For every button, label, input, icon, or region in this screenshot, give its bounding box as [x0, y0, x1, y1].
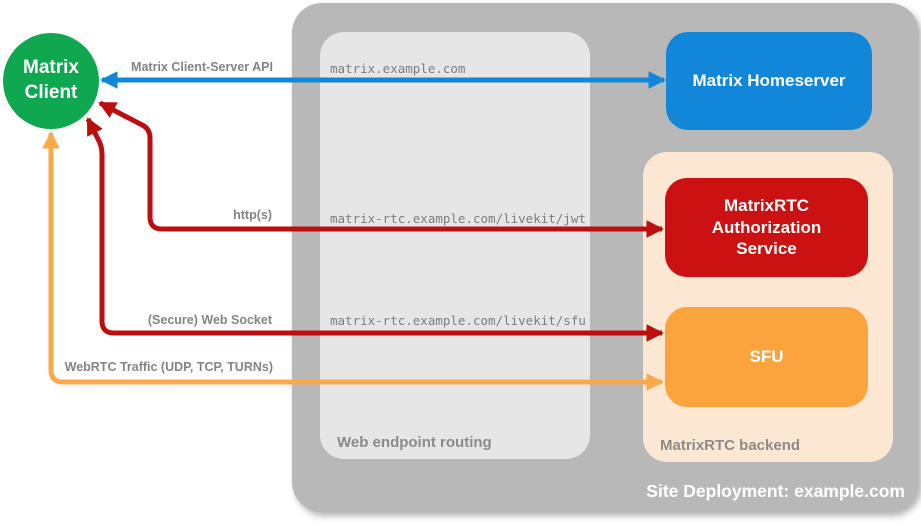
- https-label: http(s): [233, 208, 272, 222]
- matrix-homeserver-label: Matrix Homeserver: [692, 71, 846, 91]
- livekit-sfu-endpoint-url: matrix-rtc.example.com/livekit/sfu: [330, 313, 586, 328]
- webrtc-traffic-label: WebRTC Traffic (UDP, TCP, TURNs): [64, 360, 273, 374]
- sfu-label: SFU: [749, 347, 784, 367]
- matrixrtc-authorization-service-label: MatrixRTC Authorization Service: [711, 195, 822, 259]
- web-endpoint-routing-label: Web endpoint routing: [337, 434, 492, 451]
- matrix-homeserver-node: Matrix Homeserver: [666, 32, 872, 130]
- sfu-node: SFU: [665, 307, 868, 407]
- client-server-api-label: Matrix Client-Server API: [131, 60, 273, 74]
- matrixrtc-backend-label: MatrixRTC backend: [660, 437, 801, 454]
- web-endpoint-routing-box: Web endpoint routing: [320, 32, 590, 459]
- homeserver-endpoint-url: matrix.example.com: [330, 61, 466, 76]
- site-deployment-title: Site Deployment: example.com: [646, 481, 905, 501]
- secure-websocket-label: (Secure) Web Socket: [147, 313, 272, 327]
- livekit-jwt-endpoint-url: matrix-rtc.example.com/livekit/jwt: [330, 211, 586, 226]
- matrix-client-node: Matrix Client: [3, 33, 99, 129]
- matrix-client-label: Matrix Client: [23, 57, 79, 103]
- matrixrtc-authorization-service-node: MatrixRTC Authorization Service: [665, 178, 868, 277]
